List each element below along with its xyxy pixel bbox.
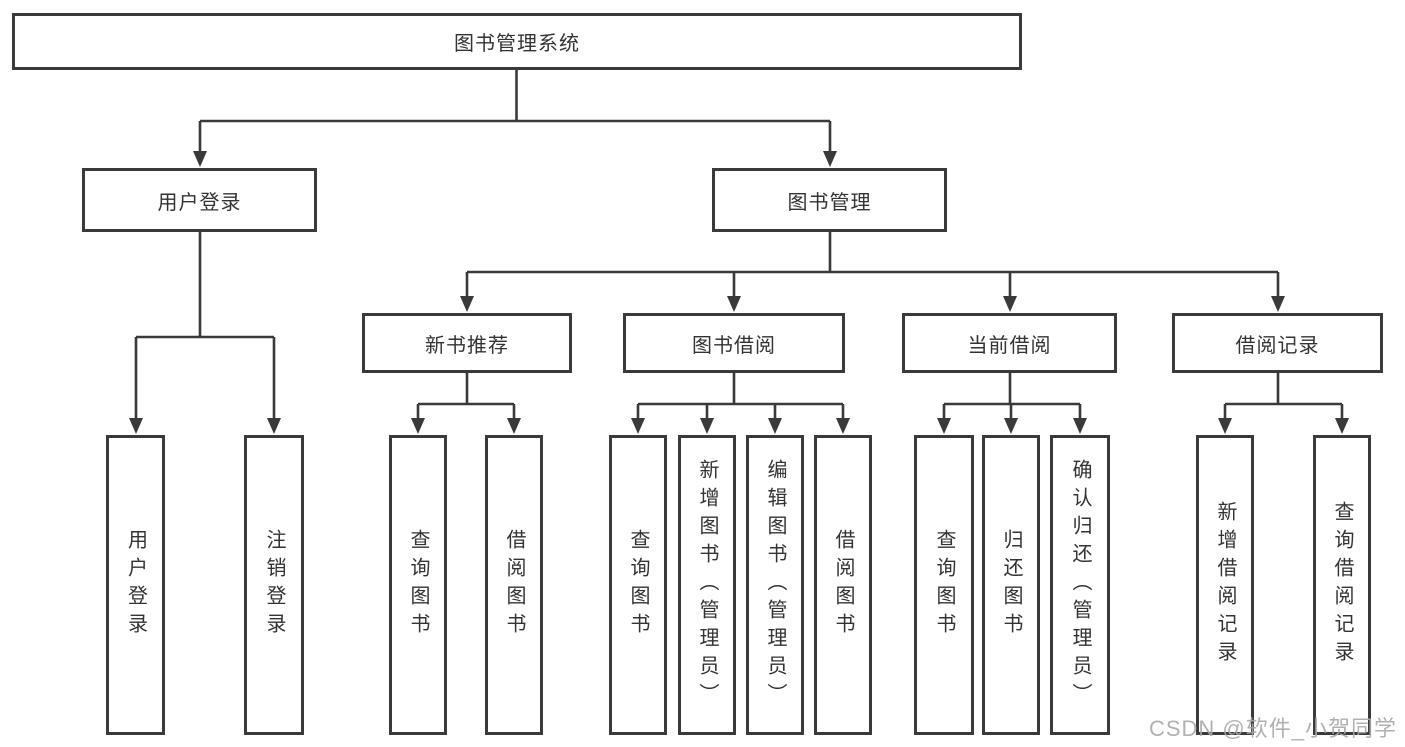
leaf-add-borrow-record: 新增借阅记录 [1196,435,1254,735]
leaf-recommend-query-books: 查询图书 [389,435,447,735]
node-borrow-records: 借阅记录 [1172,313,1383,373]
node-root-system: 图书管理系统 [12,13,1022,70]
leaf-borrow-books: 借阅图书 [814,435,872,735]
leaf-return-books: 归还图书 [982,435,1040,735]
leaf-edit-books-admin: 编辑图书（管理员） [746,435,804,735]
leaf-recommend-borrow-books: 借阅图书 [485,435,543,735]
leaf-logout: 注销登录 [244,435,304,735]
node-new-book-recommend: 新书推荐 [362,313,572,373]
leaf-current-query-books: 查询图书 [914,435,974,735]
csdn-watermark: CSDN @软件_小贺同学 [1148,716,1397,741]
leaf-confirm-return-admin: 确认归还（管理员） [1050,435,1110,735]
node-user-login: 用户登录 [82,168,317,232]
leaf-borrow-query-books: 查询图书 [609,435,667,735]
leaf-query-borrow-record: 查询借阅记录 [1313,435,1371,735]
leaf-add-books-admin: 新增图书（管理员） [678,435,736,735]
connector-lines [134,70,1344,421]
node-book-borrow: 图书借阅 [623,313,845,373]
node-current-borrow: 当前借阅 [902,313,1117,373]
arrow-down-icons [129,151,1349,434]
leaf-user-login: 用户登录 [106,435,165,735]
node-book-management: 图书管理 [712,168,947,232]
